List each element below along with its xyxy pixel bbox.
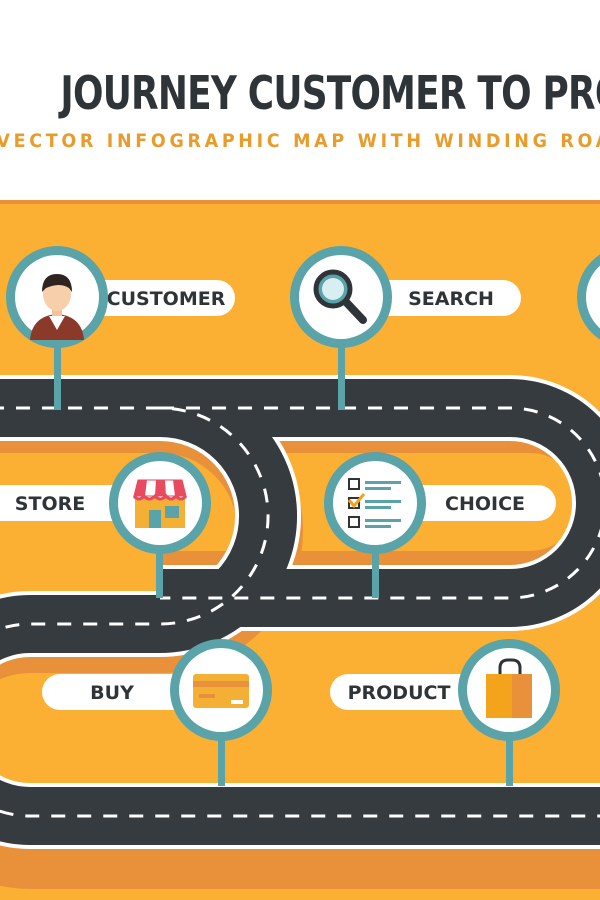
checklist-icon [347,478,401,528]
step-product: PRODUCT [330,639,560,786]
page-subtitle: VECTOR INFOGRAPHIC MAP WITH WINDING ROAD [0,130,600,152]
credit-card-icon [193,674,249,708]
pin-stem [218,740,225,786]
customer-avatar-icon [30,274,84,340]
step-label: CUSTOMER [107,288,226,310]
page-title: JOURNEY CUSTOMER TO PRODUCT [60,66,600,120]
step-choice: CHOICE [324,452,556,598]
pin-stem [506,740,513,786]
pin-face [586,265,600,329]
pin-stem [156,548,163,598]
step-customer: CUSTOMER [6,246,235,410]
label-pill [366,280,521,316]
label-pill [42,674,202,710]
step-search: SEARCH [290,246,521,410]
step-label: STORE [15,493,85,515]
road-center-line [160,406,600,600]
pin-stem [54,340,61,410]
winding-road [0,375,600,849]
label-pill [330,674,490,710]
map-top-edge [0,200,600,204]
header: JOURNEY CUSTOMER TO PRODUCT VECTOR INFOG… [0,0,600,200]
label-pill [82,280,235,316]
step-label: SEARCH [408,288,494,310]
step-store: STORE [0,452,211,598]
label-pill [0,485,140,521]
store-icon [132,479,188,528]
pin-stem [338,345,345,410]
label-pill [400,485,556,521]
road-center-line [0,406,600,818]
shopping-bag-icon [486,658,532,718]
step-buy: BUY [42,639,272,786]
pin-stem [372,548,379,598]
step-label: PRODUCT [348,682,451,704]
step-offscreen [577,254,600,340]
magnifier-icon [313,269,367,324]
step-label: CHOICE [445,493,525,515]
step-label: BUY [90,682,134,704]
